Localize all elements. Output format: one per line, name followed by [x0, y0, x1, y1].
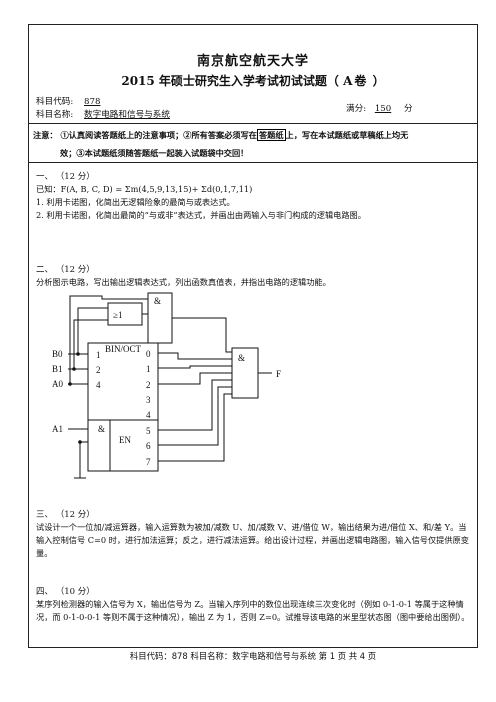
enable-label: EN [119, 435, 131, 445]
q4-heading: 四、 （10 分） [36, 587, 95, 597]
full-score-unit: 分 [403, 104, 413, 114]
q1-item-1: 1. 利用卡诺图，化简出无逻辑险象的最简与或表达式。 [36, 197, 235, 207]
exam-title-text: 2015 年硕士研究生入学考试初试试题（ [121, 74, 339, 88]
subject-name-label: 科目名称: [36, 110, 74, 120]
q1-heading: 一、 （12 分） [36, 172, 95, 182]
output-f: F [276, 369, 281, 379]
divider [28, 123, 478, 124]
input-b1: B1 [52, 364, 63, 374]
page-footer: 科目代码：878 科目名称：数字电路和信号与系统 第 1 页 共 4 页 [129, 651, 377, 661]
input-a1: A1 [52, 424, 63, 434]
enable-and-label: & [98, 424, 105, 434]
notice-label: 注意： [33, 130, 58, 140]
and-top-label: & [154, 296, 161, 306]
page-frame [28, 24, 478, 648]
or-gate-label: ≥1 [113, 310, 122, 320]
notice-text-b: 上，写在本试题纸或草稿纸上均无 [285, 130, 409, 140]
decoder-input-2: 2 [96, 365, 101, 375]
full-score-row: 满分: 150 分 [346, 102, 413, 114]
divider [28, 162, 478, 163]
decoder-output-3: 3 [146, 395, 151, 405]
q2-heading: 二、 （12 分） [36, 265, 95, 275]
q2-text: 分析图示电路，写出输出逻辑表达式，列出函数真值表，并指出电路的逻辑功能。 [36, 277, 331, 287]
subject-code-label: 科目代码: [36, 97, 74, 107]
exam-title-close: ） [372, 74, 385, 88]
decoder-output-7: 7 [146, 457, 151, 467]
paper-type: A卷 [343, 74, 369, 88]
input-b0: B0 [52, 349, 63, 359]
full-score-label: 满分: [346, 104, 367, 114]
subject-name-row: 科目名称: 数字电路和信号与系统 [36, 108, 170, 120]
notice-line-1: 注意： ①认真阅读答题纸上的注意事项；②所有答案必须写在答题纸上，写在本试题纸或… [33, 129, 408, 141]
q3-heading: 三、 （12 分） [36, 510, 95, 520]
notice-text-a: ①认真阅读答题纸上的注意事项；②所有答案必须写在 [60, 130, 257, 140]
input-a0: A0 [52, 379, 63, 389]
decoder-input-4: 4 [96, 380, 101, 390]
subject-code-row: 科目代码: 878 [36, 95, 100, 107]
notice-line-2: 效；③本试题纸须随答题纸一起装入试题袋中交回！ [60, 148, 249, 158]
decoder-output-4: 4 [146, 410, 151, 420]
exam-title: 2015 年硕士研究生入学考试初试试题（ A卷 ） [28, 72, 478, 89]
decoder-box [87, 342, 159, 472]
decoder-input-1: 1 [96, 350, 101, 360]
q3-text: 试设计一个一位加/减运算器，输入运算数为被加/减数 U、加/减数 V、进/借位 … [36, 522, 469, 558]
full-score-value: 150 [374, 104, 392, 114]
subject-name-value: 数字电路和信号与系统 [84, 110, 170, 120]
q1-item-2: 2. 利用卡诺图，化简出最简的“与或非”表达式，并画出由两输入与非门构成的逻辑电… [36, 210, 366, 220]
q1-given: 已知：F(A, B, C, D) = Σm(4,5,9,13,15)+ Σd(0… [36, 184, 253, 194]
decoder-output-6: 6 [146, 441, 151, 451]
decoder-output-0: 0 [146, 349, 151, 359]
decoder-output-2: 2 [146, 380, 151, 390]
decoder-title: BIN/OCT [105, 344, 142, 354]
school-name: 南京航空航天大学 [196, 54, 309, 69]
subject-code-value: 878 [84, 97, 101, 107]
answer-sheet-box: 答题纸 [256, 129, 286, 141]
and-right-label: & [238, 353, 245, 363]
decoder-output-5: 5 [146, 426, 151, 436]
decoder-output-1: 1 [146, 364, 151, 374]
q4-text: 某序列检测器的输入信号为 X，输出信号为 Z。当输入序列中的数位出现连续三次变化… [36, 599, 470, 622]
